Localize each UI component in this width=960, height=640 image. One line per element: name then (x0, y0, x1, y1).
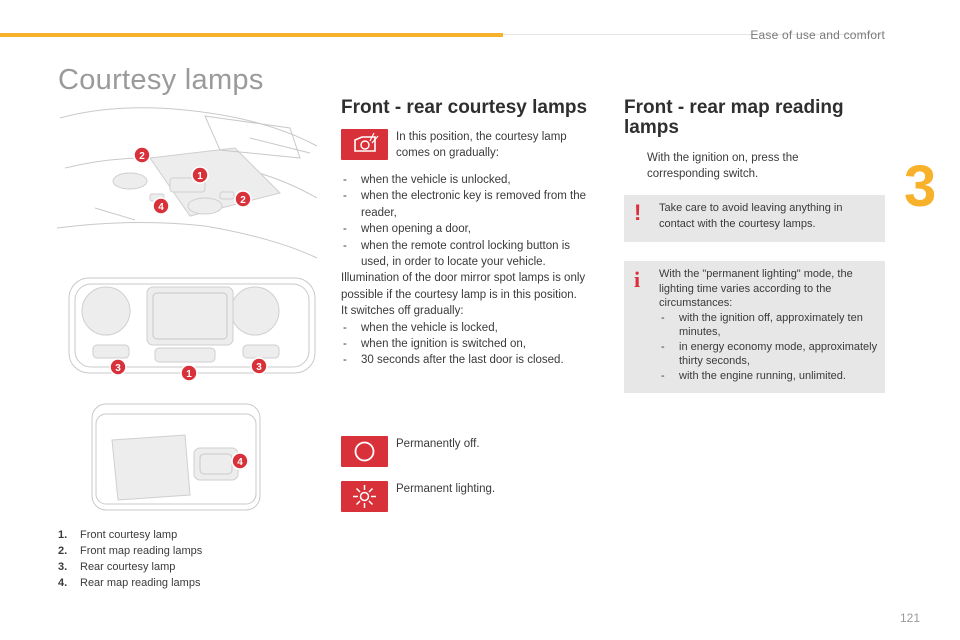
list-item: when the electronic key is removed from … (341, 188, 596, 221)
switch-off-list: when the vehicle is locked, when the ign… (341, 320, 596, 370)
callout-label: 1 (186, 369, 192, 380)
info-list: with the ignition off, approximately ten… (659, 311, 881, 384)
off-mode-description: Permanently off. (396, 438, 480, 450)
list-item: 30 seconds after the last door is closed… (341, 352, 596, 369)
switch-on-list: when the vehicle is unlocked, when the e… (341, 172, 596, 270)
header-accent-bar (0, 33, 503, 37)
section-label: Ease of use and comfort (750, 28, 885, 42)
callout-label: 3 (256, 362, 262, 373)
list-item: with the engine running, unlimited. (659, 369, 881, 384)
warning-box: ! Take care to avoid leaving anything in… (624, 195, 885, 242)
list-item: when the vehicle is unlocked, (341, 172, 596, 189)
callout-label: 3 (115, 363, 121, 374)
warning-icon: ! (634, 200, 642, 225)
legend-item: 3.Rear courtesy lamp (58, 561, 176, 573)
map-reading-heading: Front - rear map reading lamps (624, 97, 844, 138)
courtesy-details: when the vehicle is unlocked, when the e… (341, 172, 596, 369)
list-item: when the ignition is switched on, (341, 336, 596, 353)
list-item: when opening a door, (341, 221, 596, 238)
legend-item: 4.Rear map reading lamps (58, 577, 201, 589)
warning-text: Take care to avoid leaving anything in c… (659, 202, 843, 230)
front-roof-console-illustration: 2 1 4 2 (55, 98, 320, 266)
rear-courtesy-lamp-illustration: 3 1 3 (65, 272, 320, 384)
list-item: in energy economy mode, approximately th… (659, 340, 881, 369)
callout-label: 1 (197, 171, 203, 182)
mirror-spot-note: Illumination of the door mirror spot lam… (341, 272, 586, 301)
off-mode-switch-icon (341, 436, 388, 467)
legend-item: 2.Front map reading lamps (58, 545, 203, 557)
list-item: when the vehicle is locked, (341, 320, 596, 337)
legend-item: 1.Front courtesy lamp (58, 529, 178, 541)
legend: 1.Front courtesy lamp 2.Front map readin… (58, 527, 202, 591)
chapter-number: 3 (904, 154, 937, 219)
info-content: With the "permanent lighting" mode, the … (659, 267, 881, 383)
permanent-mode-description: Permanent lighting. (396, 483, 496, 495)
courtesy-lamps-heading: Front - rear courtesy lamps (341, 97, 588, 118)
door-mode-switch-icon (341, 129, 388, 160)
rear-map-reading-lamp-illustration: 4 (90, 400, 265, 515)
map-reading-instruction: With the ignition on, press the correspo… (647, 152, 799, 181)
door-mode-description: In this position, the courtesy lamp come… (396, 131, 567, 160)
callout-label: 4 (237, 457, 243, 468)
page-title: Courtesy lamps (58, 64, 264, 96)
list-item: with the ignition off, approximately ten… (659, 311, 881, 340)
page-number: 121 (899, 611, 920, 625)
callout-label: 2 (139, 151, 145, 162)
switch-off-intro: It switches off gradually: (341, 305, 464, 318)
list-item: when the remote control locking button i… (341, 238, 596, 271)
info-icon: i (634, 267, 641, 292)
callout-label: 2 (240, 195, 246, 206)
header-rule (503, 34, 883, 35)
callout-label: 4 (158, 202, 164, 213)
info-box: i With the "permanent lighting" mode, th… (624, 261, 885, 393)
permanent-light-switch-icon (341, 481, 388, 512)
info-intro: With the "permanent lighting" mode, the … (659, 268, 853, 309)
